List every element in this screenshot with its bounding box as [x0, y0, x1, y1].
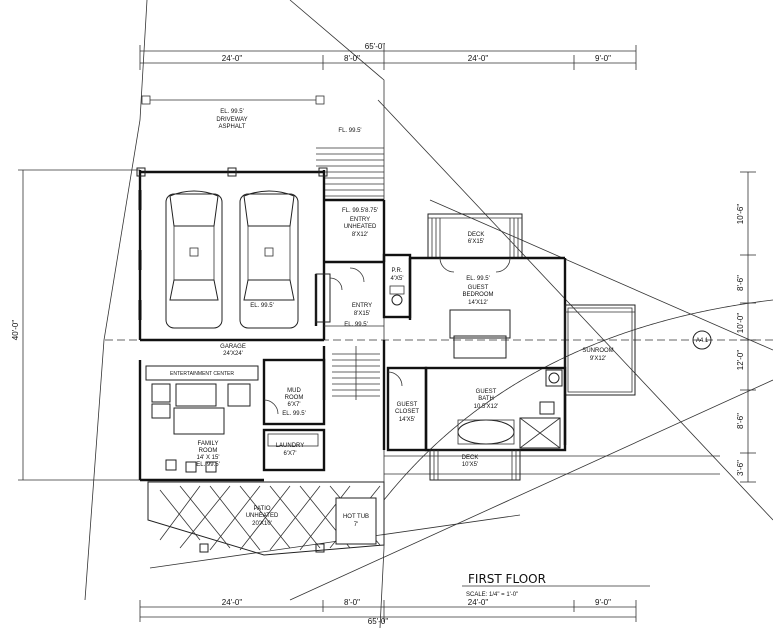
entry-unheated-label: ENTRY: [350, 217, 370, 223]
entry-unheated-elevation: FL. 99.5'8.75': [342, 208, 378, 214]
sunroom-size: 9'X12': [590, 356, 606, 362]
dim-top-seg-3: 24'-0": [468, 54, 489, 63]
drawing-title: FIRST FLOOR: [468, 572, 546, 586]
car-1: [165, 190, 223, 329]
entry-size: 8'X15': [354, 311, 370, 317]
dim-bottom-seg-3: 24'-0": [468, 598, 489, 607]
front-stairs: [316, 147, 384, 197]
dim-right-seg-3: 10'-0": [736, 313, 745, 334]
driveway: [141, 95, 325, 105]
mud-room-elevation: EL. 99.5': [282, 411, 306, 417]
dim-bottom-seg-4: 9'-0": [595, 598, 611, 607]
patio-label: PATIO: [253, 506, 270, 512]
sunroom: [564, 304, 636, 396]
dim-bottom-total: 65'-0": [368, 617, 389, 626]
hot-tub: [335, 497, 377, 545]
patio-sub: UNHEATED: [246, 513, 279, 519]
mud-room-size: 6'X7': [288, 402, 301, 408]
entry-unheated-sub: UNHEATED: [344, 224, 377, 230]
dim-top-seg-2: 8'-0": [344, 54, 360, 63]
dim-right-seg-4: 12'-0": [736, 350, 745, 371]
driveway-elevation: EL. 99.5': [220, 109, 244, 115]
garage-label: GARAGE: [220, 344, 246, 350]
family-room: [138, 360, 264, 482]
family-room-label: FAMILY: [198, 441, 219, 447]
fl-label: FL. 99.5': [338, 128, 361, 134]
hot-tub-size: 7': [354, 522, 358, 528]
laundry-size: 6'X7': [284, 451, 297, 457]
pr-size: 4'X5': [391, 276, 404, 282]
entry-elevation: EL. 99.5': [344, 322, 368, 328]
deck2-label: DECK: [462, 455, 479, 461]
dim-bottom-seg-1: 24'-0": [222, 598, 243, 607]
deck-size: 6'X15': [468, 239, 484, 245]
mud-room-label: MUD: [287, 388, 301, 394]
sunroom-label: SUNROOM: [582, 348, 613, 354]
guest-bedroom-label: GUEST: [468, 285, 489, 291]
family-room-sub: ROOM: [199, 448, 218, 454]
garage: [136, 167, 328, 342]
family-room-elevation: EL. 99.5': [196, 462, 220, 468]
top-dimension-lines: [139, 45, 637, 70]
dim-right-seg-2: 8'-6": [736, 275, 745, 291]
entry-unheated-size: 8'X12': [352, 232, 368, 238]
garage-size: 24'X24': [223, 351, 243, 357]
guest-bedroom-size: 14'X12': [468, 300, 488, 306]
driveway-label: DRIVEWAY: [216, 117, 247, 123]
section-marker: [692, 330, 712, 350]
guest-closet-size: 14'X5': [399, 417, 415, 423]
dim-bottom-seg-2: 8'-0": [344, 598, 360, 607]
guest-closet-label: GUEST: [397, 402, 418, 408]
dim-left-total: 40'-0": [11, 320, 20, 341]
left-dimension-line: [18, 169, 140, 481]
powder-room: [382, 253, 412, 319]
entry-area: [314, 267, 384, 327]
entry-label: ENTRY: [352, 303, 372, 309]
guest-elevation: EL. 99.5': [466, 276, 490, 282]
deck-label: DECK: [468, 232, 485, 238]
laundry-label: LAUNDRY: [276, 443, 305, 449]
deck2-size: 10'X5': [462, 462, 478, 468]
guest-bath-label: GUEST: [476, 389, 497, 395]
dim-right-seg-5: 8'-6": [736, 413, 745, 429]
pr-label: P.R.: [392, 268, 403, 274]
center-stairs: [322, 340, 386, 450]
hot-tub-label: HOT TUB: [343, 514, 369, 520]
dim-top-seg-1: 24'-0": [222, 54, 243, 63]
family-room-size: 14' X 15': [197, 455, 220, 461]
dim-top-seg-4: 9'-0": [595, 54, 611, 63]
mud-room-sub: ROOM: [285, 395, 304, 401]
car-2: [239, 190, 299, 329]
dim-right-seg-6: 3'-6": [736, 460, 745, 476]
guest-bedroom-sub: BEDROOM: [462, 292, 493, 298]
right-dimension-lines: [740, 171, 756, 483]
garage-elevation: EL. 99.5': [250, 303, 274, 309]
drawing-scale: SCALE: 1/4" = 1'-0": [466, 592, 518, 598]
laundry: [262, 428, 326, 472]
entertainment-center-label: ENTERTAINMENT CENTER: [170, 371, 234, 377]
guest-bath-sub: BATH: [478, 396, 494, 402]
patio-size: 20'X10': [252, 521, 272, 527]
entry-unheated: [324, 198, 386, 264]
guest-closet-sub: CLOSET: [395, 409, 419, 415]
entertainment-center: [145, 365, 259, 381]
driveway-material: ASPHALT: [219, 124, 246, 130]
deck-bottom: [429, 449, 521, 481]
dim-top-total: 65'-0": [365, 42, 386, 51]
bottom-dimension-lines: [139, 600, 637, 622]
section-marker-label: A4.1: [696, 338, 709, 344]
property-lines: [84, 0, 773, 628]
dim-right-seg-1: 10'-6": [736, 204, 745, 225]
mud-room: [262, 358, 326, 426]
guest-bath-size: 10.5'X12': [474, 404, 499, 410]
